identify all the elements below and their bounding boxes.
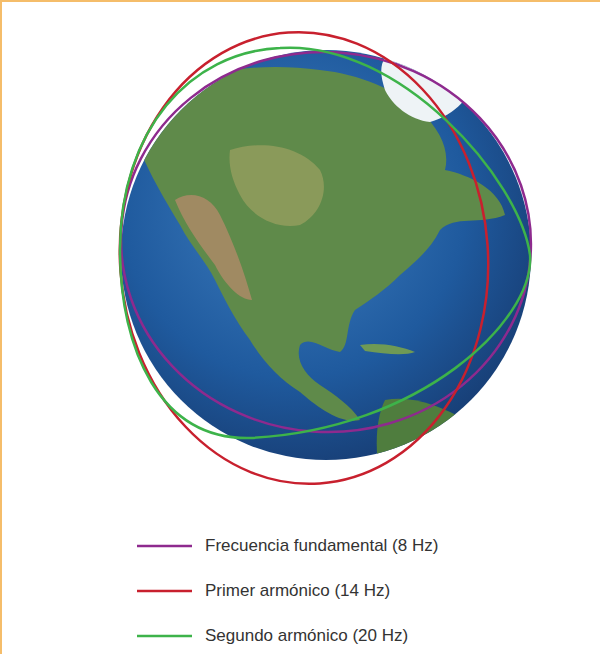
frame-line bbox=[0, 0, 2, 654]
legend-line-sample bbox=[137, 635, 192, 638]
second-harmonic-wave bbox=[120, 48, 530, 438]
frame-line bbox=[0, 0, 600, 2]
earth-globe bbox=[121, 50, 531, 460]
legend-label: Primer armónico (14 Hz) bbox=[205, 581, 390, 601]
legend-line-sample bbox=[137, 545, 192, 548]
legend-label: Segundo armónico (20 Hz) bbox=[205, 626, 408, 646]
legend-line-sample bbox=[137, 590, 192, 593]
legend-label: Frecuencia fundamental (8 Hz) bbox=[205, 536, 438, 556]
first-harmonic-wave bbox=[105, 20, 504, 497]
land-masses bbox=[138, 55, 505, 480]
fundamental-wave bbox=[108, 38, 544, 446]
